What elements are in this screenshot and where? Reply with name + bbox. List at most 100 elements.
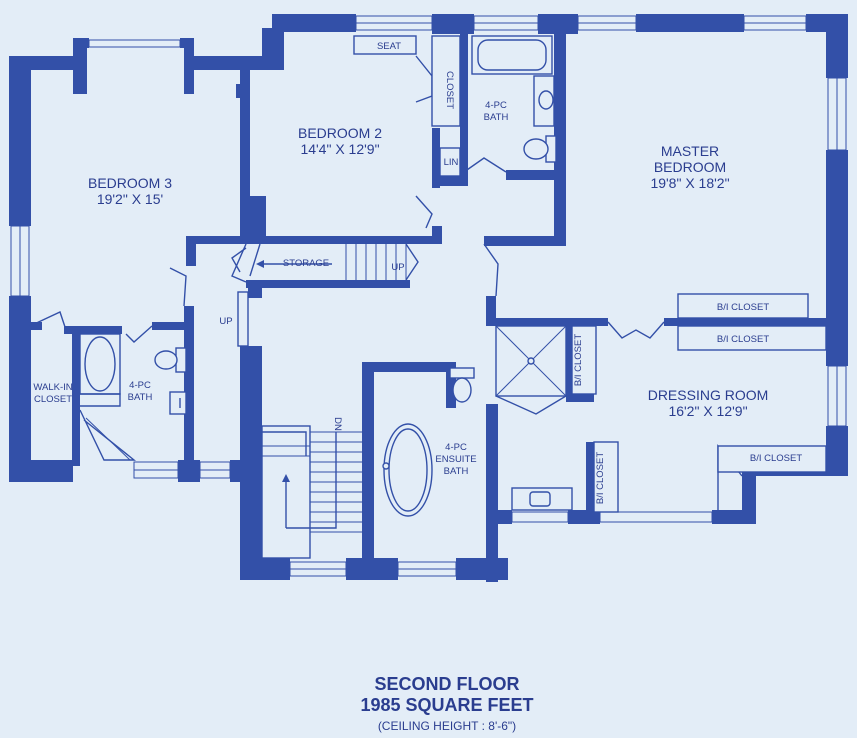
wall	[486, 318, 608, 326]
bedroom2-name: BEDROOM 2	[298, 125, 382, 141]
ceiling-height: (CEILING HEIGHT : 8'-6")	[378, 719, 516, 733]
fixtures	[79, 35, 827, 559]
wall	[9, 296, 31, 482]
wall	[72, 326, 80, 466]
wall	[9, 56, 79, 70]
wall	[446, 362, 456, 408]
bedroom3-size: 19'2" X 15'	[97, 191, 163, 207]
walkin-label-2: CLOSET	[34, 394, 72, 405]
wall	[246, 236, 442, 244]
ensuite-label-2: ENSUITE	[435, 454, 476, 465]
dressing-size: 16'2" X 12'9"	[668, 403, 747, 419]
wall	[362, 362, 456, 372]
wall	[73, 38, 89, 48]
b3-bath-label-2: BATH	[128, 392, 153, 403]
toilet-bowl	[523, 138, 549, 160]
wall	[186, 236, 196, 266]
window	[511, 511, 569, 523]
seat-label: SEAT	[377, 41, 401, 52]
wall	[246, 280, 410, 288]
wall	[230, 460, 252, 482]
wall	[586, 442, 594, 512]
stair-landing	[237, 291, 249, 347]
bi-closet	[593, 441, 619, 513]
bi-closet	[677, 325, 827, 351]
wall	[486, 404, 498, 582]
wall	[28, 322, 42, 330]
wall	[184, 56, 264, 70]
sink-basin	[529, 491, 551, 507]
wall	[73, 38, 87, 94]
bi-closet-label-master-2: B/I CLOSET	[717, 334, 769, 345]
bi-closet-label-shower: B/I CLOSET	[573, 334, 584, 386]
ensuite-label-3: BATH	[444, 466, 469, 477]
closet-label: CLOSET	[444, 71, 455, 109]
wall	[432, 14, 474, 34]
wall	[568, 510, 600, 524]
wall	[566, 394, 594, 402]
bi-closet-label-dressing: B/I CLOSET	[750, 453, 802, 464]
wall	[184, 306, 194, 470]
wall	[432, 128, 440, 188]
sink	[169, 391, 187, 415]
lin-label: LIN	[444, 157, 459, 168]
floor-area: 1985 SQUARE FEET	[360, 695, 533, 715]
wall	[152, 322, 192, 330]
wall	[712, 510, 756, 524]
wall	[506, 170, 558, 180]
master-size: 19'8" X 18'2"	[650, 175, 729, 191]
ensuite-label-1: 4-PC	[445, 442, 467, 453]
wall	[362, 362, 374, 560]
floor-title: SECOND FLOOR	[374, 674, 519, 694]
wall	[178, 460, 200, 482]
wall	[240, 196, 266, 240]
bathtub-inner	[84, 336, 116, 392]
wall	[538, 14, 578, 34]
bi-closet	[677, 293, 809, 319]
bathtub-drain	[382, 462, 390, 470]
master-name-2: BEDROOM	[654, 159, 726, 175]
wall	[9, 56, 31, 226]
bedroom2-size: 14'4" X 12'9"	[300, 141, 379, 157]
wall	[460, 34, 468, 186]
window	[599, 511, 713, 523]
bi-closet-label-dressing-v: B/I CLOSET	[595, 452, 606, 504]
window	[88, 39, 181, 48]
wall	[636, 14, 744, 32]
wall	[742, 456, 756, 524]
wall	[664, 318, 848, 326]
wall	[566, 326, 572, 400]
walkin-label-1: WALK-IN	[33, 382, 72, 393]
sink-basin	[538, 90, 554, 110]
wall	[272, 14, 356, 32]
bathtub-inner	[388, 428, 428, 512]
wall	[432, 226, 442, 244]
bedroom3-name: BEDROOM 3	[88, 175, 172, 191]
top-bath-label-1: 4-PC	[485, 100, 507, 111]
dressing-name: DRESSING ROOM	[648, 387, 769, 403]
wall	[826, 150, 848, 366]
wall	[440, 176, 464, 186]
storage-label: STORAGE	[283, 258, 329, 269]
seat	[353, 35, 417, 55]
windows	[10, 15, 847, 577]
walls	[9, 14, 848, 582]
toilet-bowl	[452, 377, 472, 403]
closet	[431, 35, 461, 127]
labels: BEDROOM 3 19'2" X 15' BEDROOM 2 14'4" X …	[33, 41, 802, 733]
wall	[486, 296, 496, 326]
wall	[484, 236, 566, 246]
linen-closet	[439, 147, 461, 177]
toilet-tank	[449, 367, 475, 379]
wall	[240, 70, 250, 240]
wall	[186, 236, 246, 244]
toilet-bowl	[154, 350, 178, 370]
wall	[456, 558, 508, 580]
wall	[346, 558, 398, 580]
stairs-dn-label: DN	[332, 417, 343, 431]
wall	[9, 460, 73, 482]
bi-closet	[571, 325, 597, 395]
bathtub-inner	[477, 39, 547, 71]
hall-up-label: UP	[219, 316, 232, 327]
